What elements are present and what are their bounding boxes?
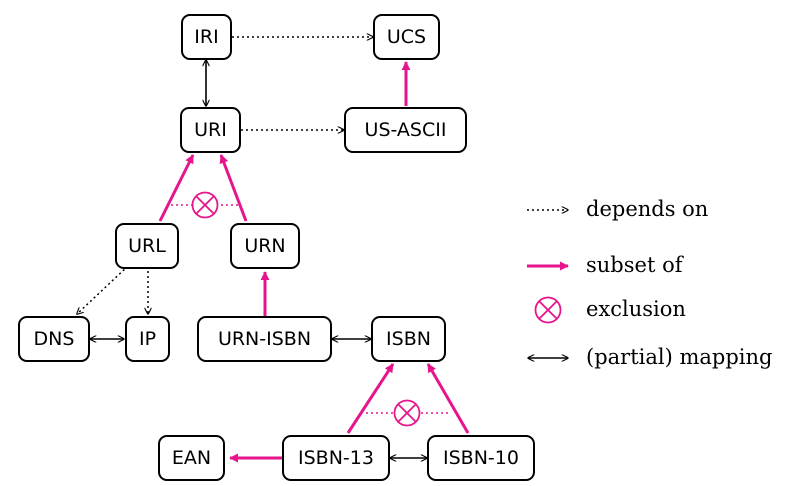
node-urn: URN: [230, 223, 300, 269]
node-url: URL: [115, 223, 179, 269]
legend-exclusion-label: exclusion: [586, 297, 686, 321]
legend-exclusion-symbol: [534, 296, 562, 324]
node-isbn-10: ISBN-10: [427, 435, 535, 481]
legend-subset-of-label: subset of: [586, 253, 683, 277]
node-isbn-13: ISBN-13: [282, 435, 390, 481]
exclusion-url-urn: [171, 191, 239, 219]
node-dns: DNS: [18, 316, 90, 362]
node-iri: IRI: [181, 14, 232, 60]
edge-url-subset-uri: [158, 154, 195, 222]
edge-urn-subset-uri: [219, 154, 248, 222]
node-us-ascii: US-ASCII: [344, 107, 467, 153]
node-uri: URI: [180, 107, 241, 153]
node-ean: EAN: [158, 435, 225, 481]
exclusion-isbn13-isbn10: [366, 399, 449, 427]
legend-mapping-label: (partial) mapping: [586, 345, 773, 369]
node-ucs: UCS: [373, 14, 440, 60]
node-ip: IP: [125, 316, 170, 362]
edge-isbn13-subset-isbn: [346, 363, 395, 434]
edge-isbn10-subset-isbn: [426, 363, 470, 434]
edge-url-depends-on-dns: [77, 265, 129, 314]
node-urn-isbn: URN-ISBN: [197, 316, 332, 362]
node-isbn: ISBN: [371, 316, 446, 362]
legend-depends-on-label: depends on: [586, 197, 709, 221]
